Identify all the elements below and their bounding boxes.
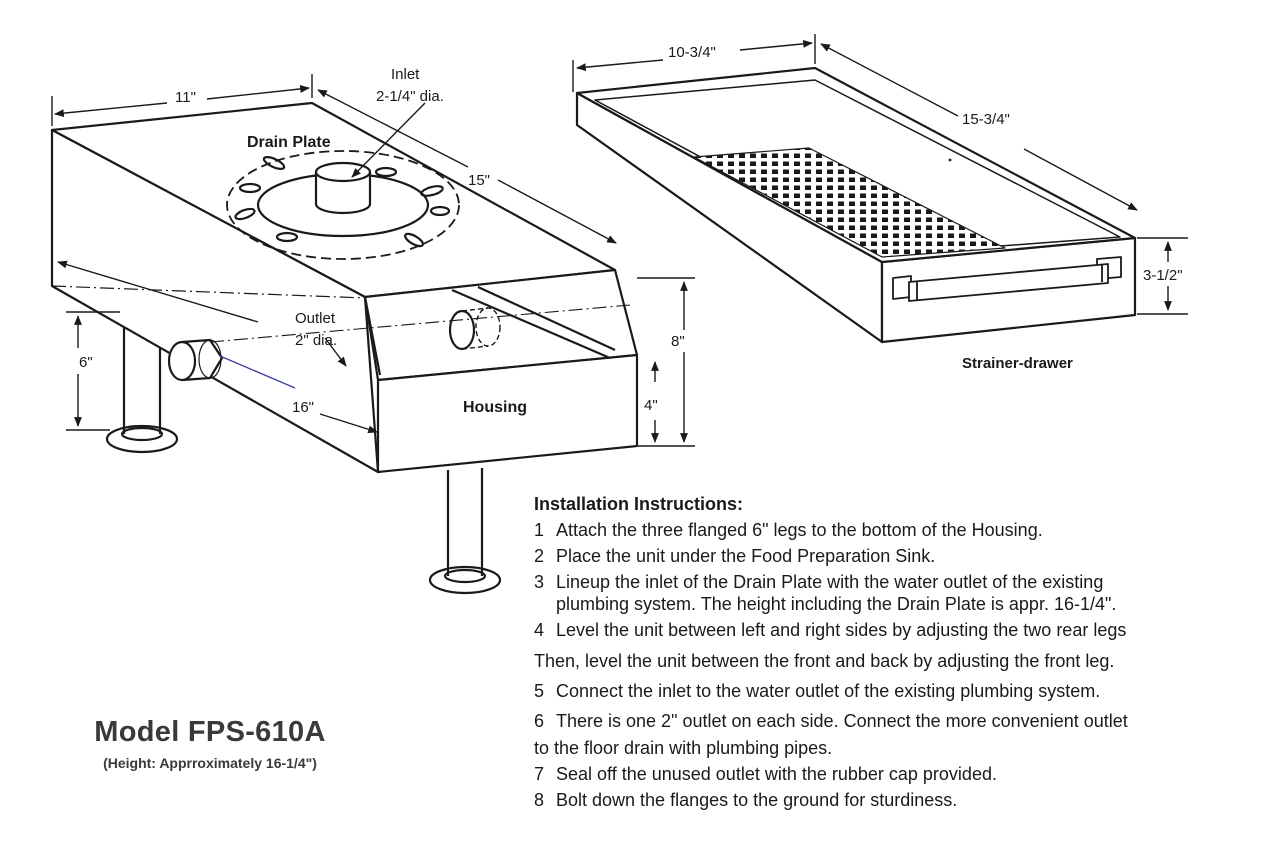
housing-dimensions	[51, 74, 695, 447]
step-text: Seal off the unused outlet with the rubb…	[556, 764, 997, 784]
step-text: Level the unit between left and right si…	[556, 620, 1127, 640]
outlet-label: Outlet	[295, 310, 336, 327]
drain-plate	[226, 150, 460, 260]
inlet-dia-label: 2-1/4" dia.	[376, 88, 444, 105]
step-text-continued: plumbing system. The height including th…	[556, 594, 1117, 614]
step-text: Place the unit under the Food Preparatio…	[556, 546, 936, 566]
strainer-mesh	[693, 147, 1006, 258]
inlet-label: Inlet	[391, 66, 420, 83]
dim-drawer-width: 10-3/4"	[668, 44, 716, 61]
installation-instructions: Installation Instructions: 1 Attach the t…	[534, 494, 1259, 815]
step-number: 1	[534, 520, 545, 540]
instruction-step: 4 Level the unit between left and right s…	[534, 619, 1259, 672]
step-number: 2	[534, 546, 545, 566]
drawer-labels: 10-3/4" 15-3/4" 3-1/2" Strainer-drawer	[668, 44, 1183, 372]
model-subtitle: (Height: Apprroximately 16-1/4")	[103, 755, 317, 771]
front-leg	[428, 468, 502, 595]
step-text: Lineup the inlet of the Drain Plate with…	[556, 572, 1104, 592]
strainer-drawer-label: Strainer-drawer	[962, 355, 1073, 372]
step-text-continued: to the floor drain with plumbing pipes.	[534, 738, 833, 758]
step-text: Attach the three flanged 6" legs to the …	[556, 520, 1043, 540]
instruction-step: 1 Attach the three flanged 6" legs to the…	[534, 519, 1259, 541]
model-block: Model FPS-610A (Height: Apprroximately 1…	[40, 716, 380, 771]
dim-housing-depth: 15"	[468, 172, 490, 189]
step-number: 7	[534, 764, 545, 784]
instruction-step: 5 Connect the inlet to the water outlet o…	[534, 680, 1259, 702]
step-number: 5	[534, 681, 545, 701]
drawer-handle	[892, 256, 1122, 302]
outlet-dia-label: 2" dia.	[295, 332, 337, 349]
model-title: Model FPS-610A	[94, 716, 326, 748]
instruction-step: 2 Place the unit under the Food Preparati…	[534, 545, 1259, 567]
outlet-pipe	[167, 338, 224, 382]
drain-plate-label: Drain Plate	[247, 134, 331, 151]
instruction-step: 8 Bolt down the flanges to the ground for…	[534, 789, 1259, 811]
dim-leg-height: 6"	[79, 354, 93, 371]
step-text: There is one 2" outlet on each side. Con…	[556, 711, 1128, 731]
dim-drawer-height: 3-1/2"	[1143, 267, 1183, 284]
drawer-dimensions	[572, 34, 1188, 315]
housing-unit	[50, 101, 639, 595]
instructions-heading: Installation Instructions:	[534, 494, 744, 514]
step-number: 8	[534, 790, 545, 810]
housing-labels: 11" 15" 16" 6" 8" 4" Inlet 2-1/4" dia. D…	[79, 66, 685, 416]
dim-front-height: 4"	[644, 397, 658, 414]
step-number: 3	[534, 572, 545, 592]
instruction-step: 7 Seal off the unused outlet with the rub…	[534, 763, 1259, 785]
instruction-step: 6 There is one 2" outlet on each side. Co…	[534, 710, 1259, 759]
dim-total-height: 8"	[671, 333, 685, 350]
step-text-continued: Then, level the unit between the front a…	[534, 651, 1115, 671]
strainer-drawer	[575, 66, 1137, 344]
step-number: 6	[534, 711, 545, 731]
dim-housing-width: 11"	[175, 89, 196, 106]
step-text: Connect the inlet to the water outlet of…	[556, 681, 1101, 701]
dim-housing-length: 16"	[292, 399, 314, 416]
housing-label: Housing	[463, 399, 527, 416]
dim-drawer-length: 15-3/4"	[962, 111, 1010, 128]
instruction-step: 3 Lineup the inlet of the Drain Plate wit…	[534, 571, 1259, 615]
instruction-steps: 1 Attach the three flanged 6" legs to the…	[534, 519, 1259, 811]
step-text: Bolt down the flanges to the ground for …	[556, 790, 958, 810]
step-number: 4	[534, 620, 545, 640]
